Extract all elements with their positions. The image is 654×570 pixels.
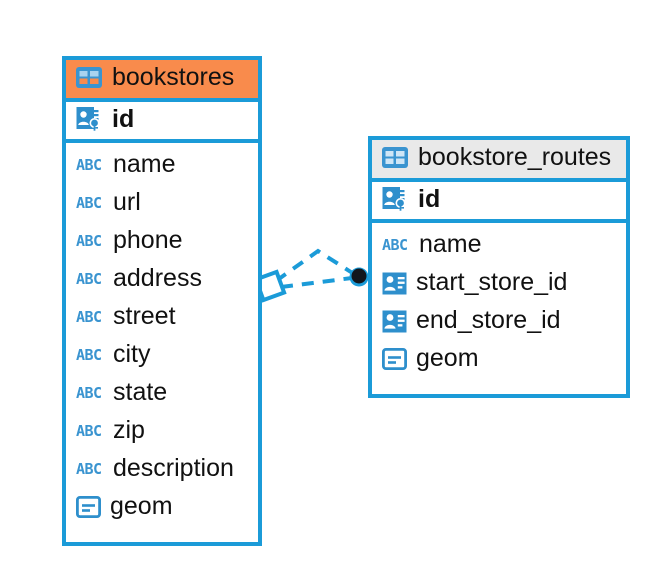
field-row-geom[interactable]: geom <box>66 488 258 526</box>
entity-title: bookstores <box>112 63 235 91</box>
entity-bookstores[interactable]: bookstores id ABC name <box>62 56 262 546</box>
field-row-name[interactable]: ABC name <box>372 226 626 264</box>
field-row-geom[interactable]: geom <box>372 340 626 378</box>
abc-text-type-icon: ABC <box>76 309 102 326</box>
abc-text-type-icon: ABC <box>76 233 102 250</box>
svg-text:ABC: ABC <box>76 309 102 326</box>
field-name: street <box>113 302 176 331</box>
table-icon <box>382 147 408 169</box>
field-row-primary-key[interactable]: id <box>372 182 626 223</box>
field-row-address[interactable]: ABC address <box>66 260 258 298</box>
foreign-key-icon <box>382 310 407 332</box>
field-name: description <box>113 454 234 483</box>
field-row-url[interactable]: ABC url <box>66 184 258 222</box>
field-row-city[interactable]: ABC city <box>66 336 258 374</box>
abc-text-type-icon: ABC <box>76 461 102 478</box>
field-row-start-store-id[interactable]: start_store_id <box>372 264 626 302</box>
field-name: url <box>113 188 141 217</box>
field-row-zip[interactable]: ABC zip <box>66 412 258 450</box>
field-name: address <box>113 264 202 293</box>
svg-text:ABC: ABC <box>76 233 102 250</box>
foreign-key-icon <box>382 272 407 294</box>
entity-title: bookstore_routes <box>418 143 612 171</box>
abc-text-type-icon: ABC <box>76 347 102 364</box>
abc-text-type-icon: ABC <box>76 423 102 440</box>
field-row-description[interactable]: ABC description <box>66 450 258 488</box>
svg-text:ABC: ABC <box>382 237 408 254</box>
geometry-type-icon <box>76 496 101 518</box>
field-name: zip <box>113 416 145 445</box>
field-row-primary-key[interactable]: id <box>66 102 258 143</box>
field-name: name <box>419 230 482 259</box>
entity-header-bookstore-routes[interactable]: bookstore_routes <box>372 140 626 182</box>
field-name: state <box>113 378 168 407</box>
field-row-end-store-id[interactable]: end_store_id <box>372 302 626 340</box>
table-icon <box>76 67 102 89</box>
svg-text:ABC: ABC <box>76 271 102 288</box>
relationship-target-circle-icon <box>349 267 369 287</box>
field-name: id <box>418 184 441 213</box>
field-name: id <box>112 104 135 133</box>
abc-text-type-icon: ABC <box>76 195 102 212</box>
field-name: city <box>113 340 151 369</box>
primary-key-icon <box>76 107 100 131</box>
svg-text:ABC: ABC <box>76 461 102 478</box>
field-name: end_store_id <box>416 306 561 335</box>
field-name: phone <box>113 226 183 255</box>
abc-text-type-icon: ABC <box>76 271 102 288</box>
svg-text:ABC: ABC <box>76 347 102 364</box>
primary-key-icon <box>382 187 406 211</box>
relationship-line-arc <box>274 248 356 283</box>
svg-text:ABC: ABC <box>76 385 102 402</box>
entity-header-bookstores[interactable]: bookstores <box>66 60 258 102</box>
abc-text-type-icon: ABC <box>76 157 102 174</box>
field-list-bookstores: ABC name ABC url ABC phone ABC <box>66 143 258 531</box>
entity-bookstore-routes[interactable]: bookstore_routes id ABC name <box>368 136 630 398</box>
field-name: geom <box>416 344 479 373</box>
svg-text:ABC: ABC <box>76 195 102 212</box>
field-name: start_store_id <box>416 268 568 297</box>
field-row-state[interactable]: ABC state <box>66 374 258 412</box>
abc-text-type-icon: ABC <box>76 385 102 402</box>
field-list-bookstore-routes: ABC name start_store_id <box>372 223 626 383</box>
svg-text:ABC: ABC <box>76 423 102 440</box>
relationship-line-straight <box>280 276 353 289</box>
geometry-type-icon <box>382 348 407 370</box>
field-name: name <box>113 150 176 179</box>
svg-text:ABC: ABC <box>76 157 102 174</box>
field-row-phone[interactable]: ABC phone <box>66 222 258 260</box>
abc-text-type-icon: ABC <box>382 237 408 254</box>
field-row-street[interactable]: ABC street <box>66 298 258 336</box>
field-row-name[interactable]: ABC name <box>66 146 258 184</box>
field-name: geom <box>110 492 173 521</box>
